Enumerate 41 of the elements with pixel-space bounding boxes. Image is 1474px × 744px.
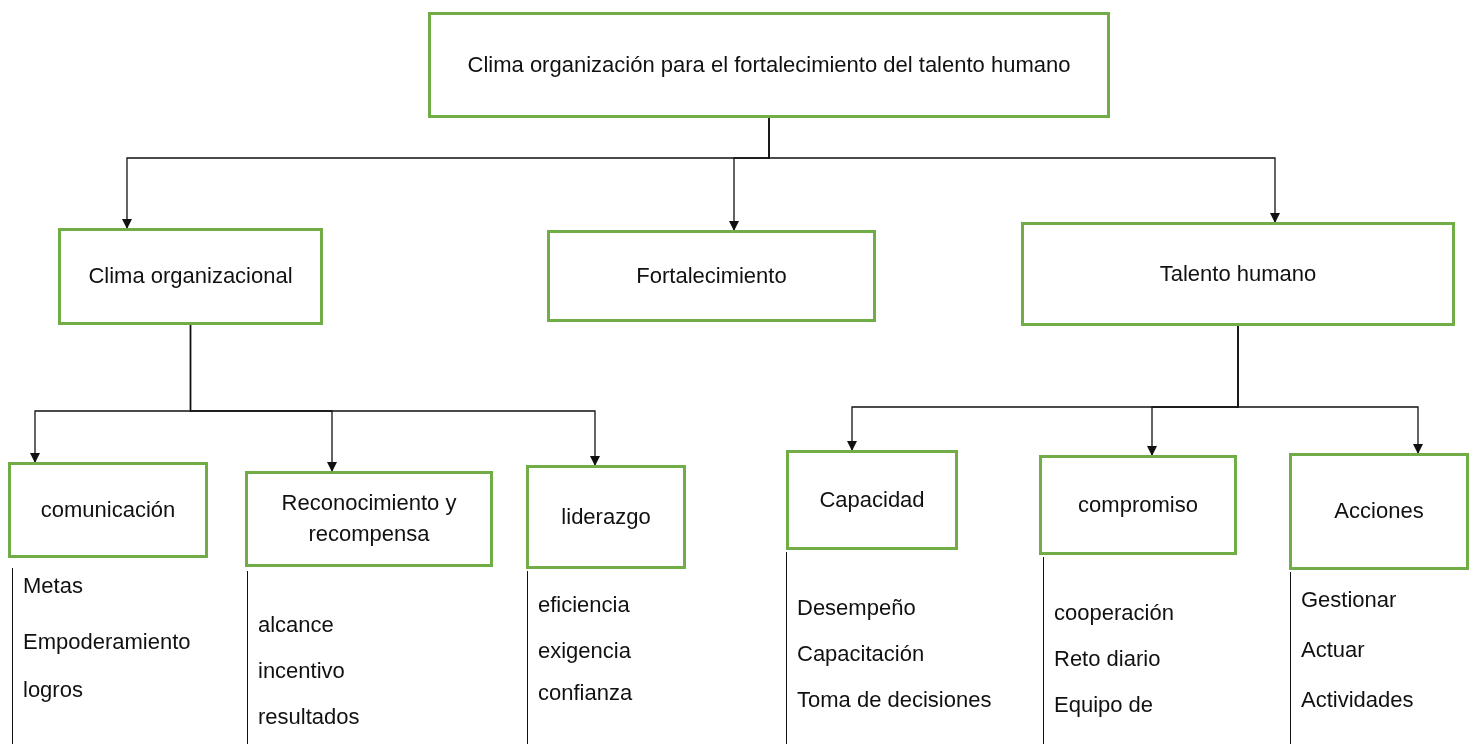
list-item: Equipo de xyxy=(1054,691,1155,719)
concept-box xyxy=(245,471,493,567)
concept-box xyxy=(1039,455,1237,555)
box-label: Clima organización para el fortalecimiento del talento humano xyxy=(467,50,1071,79)
box-label: comunicación xyxy=(40,495,176,524)
box-label: compromiso xyxy=(1078,490,1198,519)
concept-box xyxy=(786,450,958,550)
list-item: resultados xyxy=(258,703,360,731)
list-item: cooperación xyxy=(1054,599,1174,627)
list-item: confianza xyxy=(538,679,633,707)
list-item: Metas xyxy=(23,572,84,600)
box-label: Capacidad xyxy=(819,485,925,514)
box-label: Talento humano xyxy=(1159,259,1317,288)
list-item: Empoderamiento xyxy=(23,628,191,656)
concept-box xyxy=(58,228,323,325)
list-item: exigencia xyxy=(538,637,632,665)
concept-box xyxy=(428,12,1110,118)
concept-box xyxy=(8,462,208,558)
list-item: Reto diario xyxy=(1054,645,1162,673)
list-item: incentivo xyxy=(258,657,346,685)
box-label: Reconocimiento y recompensa xyxy=(280,489,458,548)
list-item: alcance xyxy=(258,611,335,639)
list-item: Actuar xyxy=(1301,636,1366,664)
concept-box xyxy=(1021,222,1455,326)
list-item: eficiencia xyxy=(538,591,631,619)
list-item: Toma de decisiones xyxy=(797,686,992,714)
concept-box xyxy=(526,465,686,569)
connector-arrow xyxy=(189,324,600,466)
list-item: logros xyxy=(23,676,84,704)
connector-arrow xyxy=(1237,325,1423,454)
list-item: Capacitación xyxy=(797,640,926,668)
list-item: Gestionar xyxy=(1301,586,1398,614)
box-label: Clima organizacional xyxy=(88,262,293,291)
list-item: Desempeño xyxy=(797,594,917,622)
list-item: Actividades xyxy=(1301,686,1414,714)
concept-box xyxy=(547,230,876,322)
concept-box xyxy=(1289,453,1469,570)
box-label: Acciones xyxy=(1334,497,1424,526)
connector-arrow xyxy=(768,117,1280,223)
box-label: liderazgo xyxy=(561,502,651,531)
box-label: Fortalecimiento xyxy=(636,261,787,290)
